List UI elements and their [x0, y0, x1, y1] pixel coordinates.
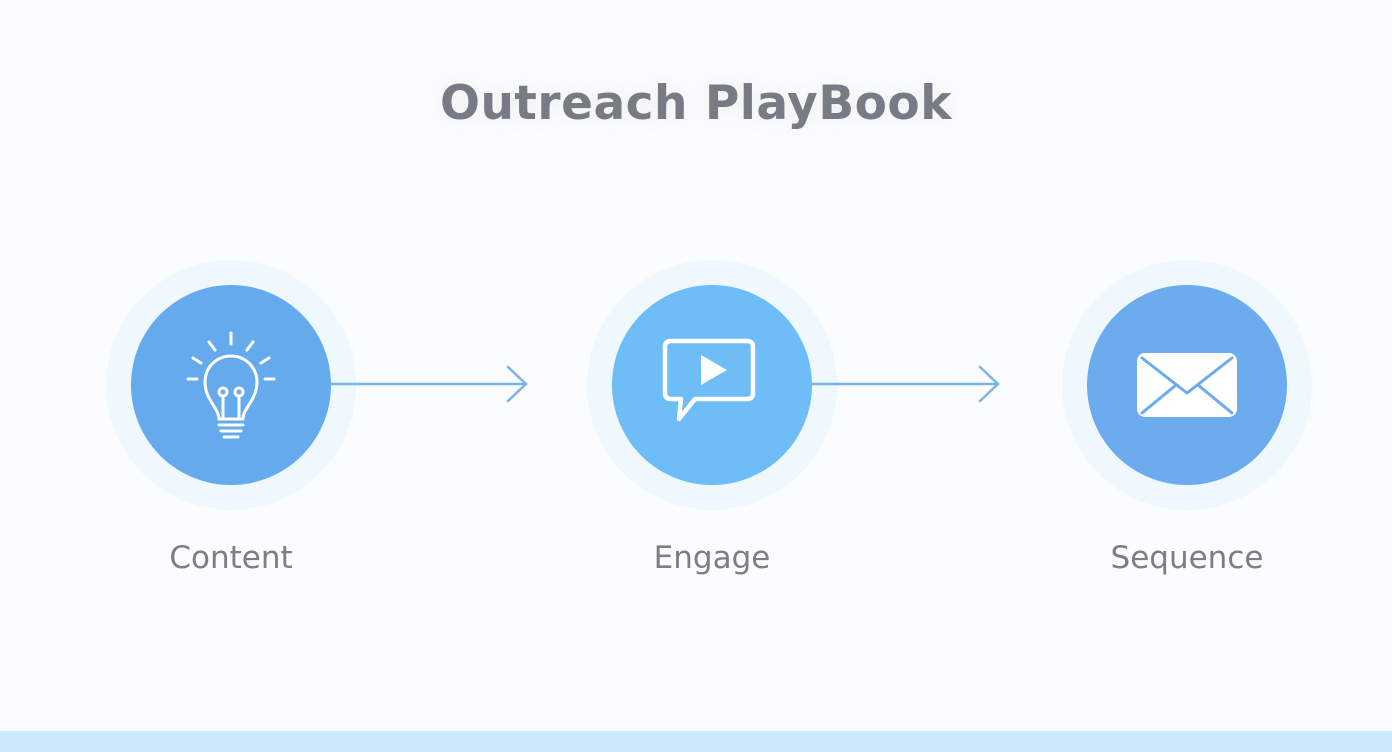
lightbulb-icon [186, 331, 276, 439]
content-label: Content [169, 540, 293, 576]
engage-circle [612, 285, 812, 485]
video-chat-icon [662, 338, 756, 422]
bottom-bar [0, 731, 1392, 752]
sequence-label: Sequence [1110, 540, 1264, 576]
arrow-2-head [978, 365, 1000, 403]
sequence-node [1062, 260, 1312, 510]
sequence-circle [1087, 285, 1287, 485]
content-node [106, 260, 356, 510]
envelope-icon [1137, 353, 1237, 417]
arrow-2 [811, 365, 1000, 403]
arrow-1-head [506, 365, 528, 403]
content-circle [131, 285, 331, 485]
arrow-1 [330, 365, 528, 403]
engage-node [587, 260, 837, 510]
page-title: Outreach PlayBook [440, 76, 952, 131]
engage-label: Engage [653, 540, 771, 576]
